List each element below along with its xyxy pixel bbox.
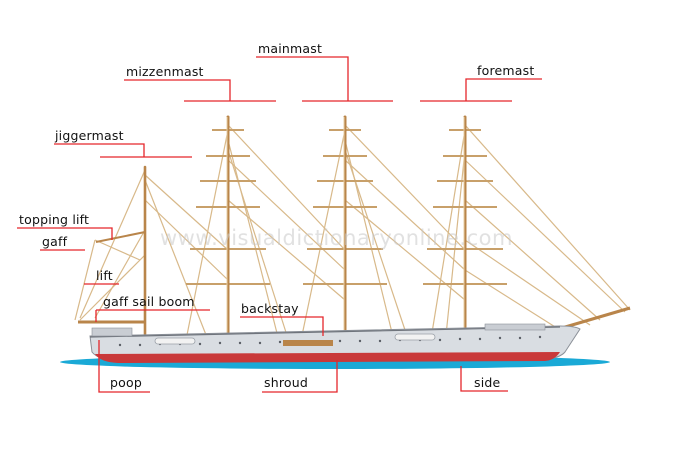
poop-deck <box>91 327 133 337</box>
label-backstay: backstay <box>241 301 299 316</box>
lifeboat <box>154 337 196 345</box>
label-jiggermast: jiggermast <box>55 128 124 143</box>
leader-lines <box>17 56 542 393</box>
gaff-spar <box>95 231 146 243</box>
label-topping-lift: topping lift <box>19 212 90 227</box>
label-shroud: shroud <box>264 375 309 390</box>
label-foremast: foremast <box>477 63 535 78</box>
label-lift: lift <box>96 268 113 283</box>
label-gaff: gaff <box>42 234 68 249</box>
label-poop: poop <box>110 375 142 390</box>
lifeboat <box>394 333 436 341</box>
watermark: www.visualdictionaryonline.com <box>160 226 513 250</box>
label-mainmast: mainmast <box>258 41 323 56</box>
masts <box>143 115 467 347</box>
mast-highlights <box>226 117 465 345</box>
forecastle <box>484 323 546 331</box>
label-side: side <box>474 375 501 390</box>
deckhouse <box>283 340 333 346</box>
hull-bottom-stripe <box>95 352 560 363</box>
deck-line <box>89 326 561 338</box>
label-gaff-sail-boom: gaff sail boom <box>103 294 195 309</box>
label-mizzenmast: mizzenmast <box>126 64 204 79</box>
